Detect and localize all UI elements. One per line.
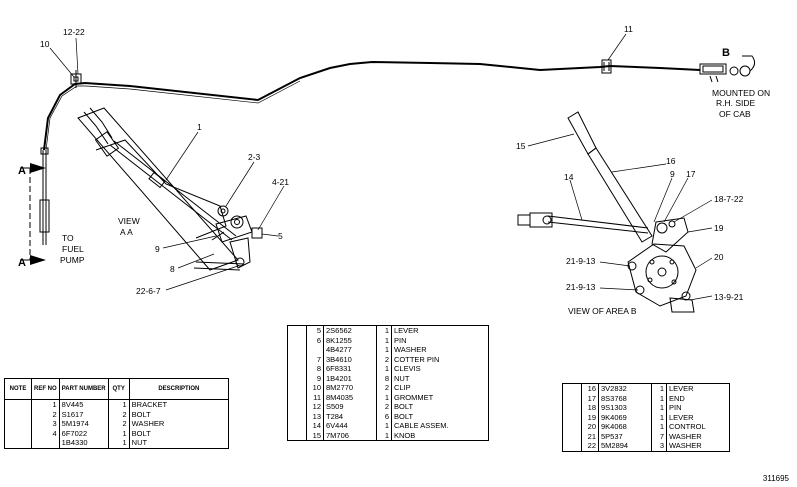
callout-numbers: 10 12-22 11 1 2-3 4-21 5 9 8 22-6-7 15 1…: [40, 24, 744, 302]
header-description: DESCRIPTION: [129, 378, 229, 400]
callout-18-7-22: 18-7-22: [714, 194, 744, 204]
mounted-note-line-1: MOUNTED ON: [712, 88, 770, 98]
callout-20: 20: [714, 252, 724, 262]
callout-16: 16: [666, 156, 676, 166]
to-fuel-pump-line-3: PUMP: [60, 255, 85, 265]
callout-4-21: 4-21: [272, 177, 289, 187]
callout-8: 8: [170, 264, 175, 274]
callout-17: 17: [686, 169, 696, 179]
to-fuel-pump-line-1: TO: [62, 233, 74, 243]
parts-table-left: NOTE REF NO PART NUMBER QTY DESCRIPTION …: [4, 378, 229, 449]
callout-13-9-21: 13-9-21: [714, 292, 744, 302]
callout-22-6-7: 22-6-7: [136, 286, 161, 296]
callout-21-9-13-b: 21-9-13: [566, 282, 596, 292]
header-qty: QTY: [108, 378, 130, 400]
mounted-note-line-2: R.H. SIDE: [716, 98, 756, 108]
callout-9-left: 9: [155, 244, 160, 254]
view-aa-line-1: VIEW: [118, 216, 140, 226]
to-fuel-pump-line-2: FUEL: [62, 244, 84, 254]
cable-grommet: [601, 59, 612, 74]
header-ref-no: REF NO: [31, 378, 60, 400]
callout-15: 15: [516, 141, 526, 151]
diagram-labels: A A TO FUEL PUMP VIEW A A B MOUNTED ON R…: [18, 47, 770, 316]
fuel-pump-link: [39, 147, 50, 245]
callout-5: 5: [278, 231, 283, 241]
view-area-b-assembly: [517, 111, 697, 313]
cab-mount-end: [699, 55, 756, 83]
callout-14: 14: [564, 172, 574, 182]
callout-2-3: 2-3: [248, 152, 261, 162]
callout-11: 11: [624, 24, 633, 34]
callout-10: 10: [40, 39, 50, 49]
callout-1: 1: [197, 122, 202, 132]
leader-lines: [49, 33, 713, 301]
callout-19: 19: [714, 223, 724, 233]
section-a-top-label: A: [18, 165, 26, 177]
callout-21-9-13-a: 21-9-13: [566, 256, 596, 266]
view-aa-bracket-assembly: [77, 107, 263, 271]
callout-9-right: 9: [670, 169, 675, 179]
section-a-bottom-label: A: [18, 257, 26, 269]
header-note: NOTE: [4, 378, 32, 400]
control-cable-run: [43, 60, 701, 151]
header-part-number: PART NUMBER: [59, 378, 109, 400]
view-b-label: B: [722, 47, 730, 59]
view-aa-line-2: A A: [120, 227, 133, 237]
section-line-aa: [20, 163, 46, 265]
callout-12-22: 12-22: [63, 27, 85, 37]
cable-clip: [70, 70, 82, 88]
drawing-reference-number: 311695: [762, 474, 789, 483]
view-area-b-label: VIEW OF AREA B: [568, 306, 637, 316]
mounted-note-line-3: OF CAB: [719, 109, 751, 119]
